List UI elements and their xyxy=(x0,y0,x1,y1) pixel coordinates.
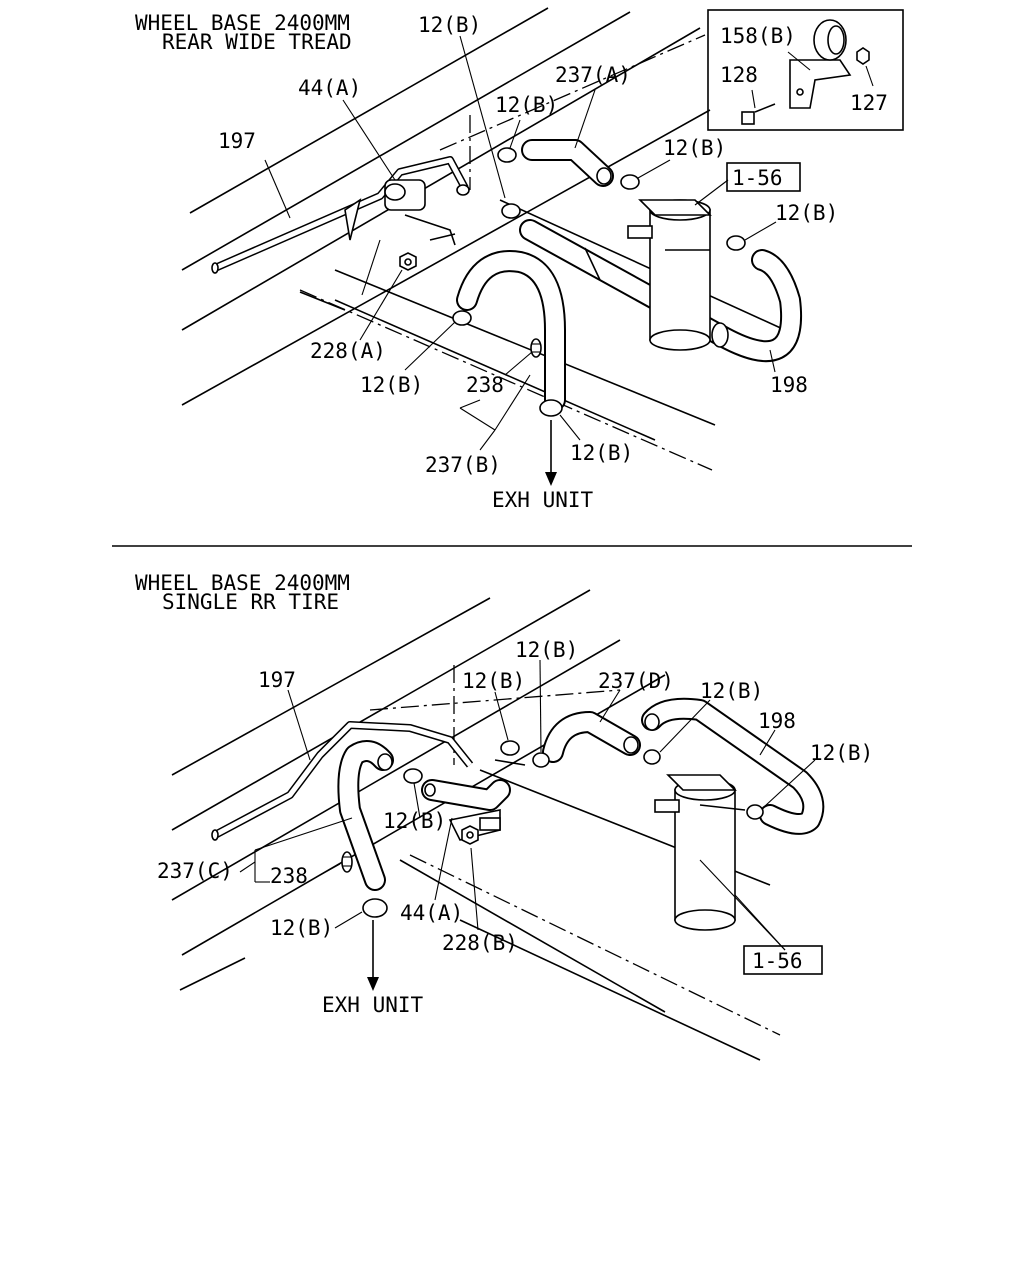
top-label-237b: 237(B) xyxy=(425,453,501,477)
top-label-156: 1-56 xyxy=(732,166,783,190)
top-label-12b-c: 12(B) xyxy=(775,201,838,225)
top-hose-237b xyxy=(456,250,566,411)
top-label-12b-top: 12(B) xyxy=(418,13,481,37)
inset-label-158b: 158(B) xyxy=(720,24,796,48)
top-receiver-drier xyxy=(627,199,712,351)
top-clamps xyxy=(452,147,746,417)
bottom-label-12b-d: 12(B) xyxy=(383,809,446,833)
bottom-pipe-197 xyxy=(211,721,474,841)
top-title-line2: REAR WIDE TREAD xyxy=(162,30,352,54)
top-label-12b-b: 12(B) xyxy=(663,136,726,160)
top-label-12b-a: 12(B) xyxy=(495,93,558,117)
top-pipe-197 xyxy=(211,156,469,274)
bottom-clamps xyxy=(362,740,764,918)
bottom-label-12b-top: 12(B) xyxy=(515,638,578,662)
top-label-exh-unit: EXH UNIT xyxy=(492,488,594,512)
bottom-label-12b-b: 12(B) xyxy=(700,679,763,703)
bottom-exh-arrow xyxy=(367,920,379,991)
bottom-label-156-box xyxy=(743,945,823,975)
bottom-label-228b: 228(B) xyxy=(442,931,518,955)
inset-label-127: 127 xyxy=(850,91,888,115)
top-hose-237a xyxy=(521,139,614,187)
bottom-label-237c: 237(C) xyxy=(157,859,233,883)
bottom-nut-228b xyxy=(461,825,479,845)
bottom-section: WHEEL BASE 2400MM SINGLE RR TIRE xyxy=(135,571,873,1061)
top-label-44a: 44(A) xyxy=(298,76,361,100)
bottom-label-exh-unit: EXH UNIT xyxy=(322,993,424,1017)
top-hose-198 xyxy=(519,219,803,363)
top-label-197: 197 xyxy=(218,129,256,153)
top-label-12b-d: 12(B) xyxy=(360,373,423,397)
bottom-hose-198 xyxy=(641,697,825,835)
top-section: WHEEL BASE 2400MM REAR WIDE TREAD xyxy=(135,7,904,512)
top-exh-arrow xyxy=(545,420,557,486)
bottom-label-156: 1-56 xyxy=(752,949,803,973)
bottom-label-12b-c: 12(B) xyxy=(810,741,873,765)
bottom-leaders xyxy=(239,659,816,951)
top-grommet-238 xyxy=(530,338,542,358)
bottom-hose-237d xyxy=(542,711,641,763)
bottom-label-238: 238 xyxy=(270,864,308,888)
top-inset: 158(B) 128 127 xyxy=(707,9,904,131)
bottom-label-198: 198 xyxy=(758,709,796,733)
bottom-label-237d: 237(D) xyxy=(598,669,674,693)
top-frame-lines xyxy=(181,7,786,471)
top-leaders xyxy=(264,35,777,451)
bottom-label-12b-e: 12(B) xyxy=(270,916,333,940)
bottom-label-197: 197 xyxy=(258,668,296,692)
top-label-198: 198 xyxy=(770,373,808,397)
bottom-label-12b-a: 12(B) xyxy=(462,669,525,693)
top-label-228a: 228(A) xyxy=(310,339,386,363)
top-label-156-box xyxy=(726,162,801,192)
bottom-grommet-238 xyxy=(341,851,353,873)
bottom-receiver-drier xyxy=(654,774,746,931)
top-title-line1: WHEEL BASE 2400MM xyxy=(135,11,350,35)
bottom-hose-237c xyxy=(337,740,394,891)
top-label-238: 238 xyxy=(466,373,504,397)
bottom-valve-44a xyxy=(421,759,526,841)
top-label-12b-e: 12(B) xyxy=(570,441,633,465)
bottom-title-line2: SINGLE RR TIRE xyxy=(162,590,339,614)
top-valve-44a xyxy=(344,179,470,246)
bottom-frame-lines xyxy=(171,589,781,1061)
inset-label-128: 128 xyxy=(720,63,758,87)
bottom-label-44a: 44(A) xyxy=(400,901,463,925)
bottom-title-line1: WHEEL BASE 2400MM xyxy=(135,571,350,595)
top-nut-228a xyxy=(399,252,417,271)
top-label-237a: 237(A) xyxy=(555,63,631,87)
